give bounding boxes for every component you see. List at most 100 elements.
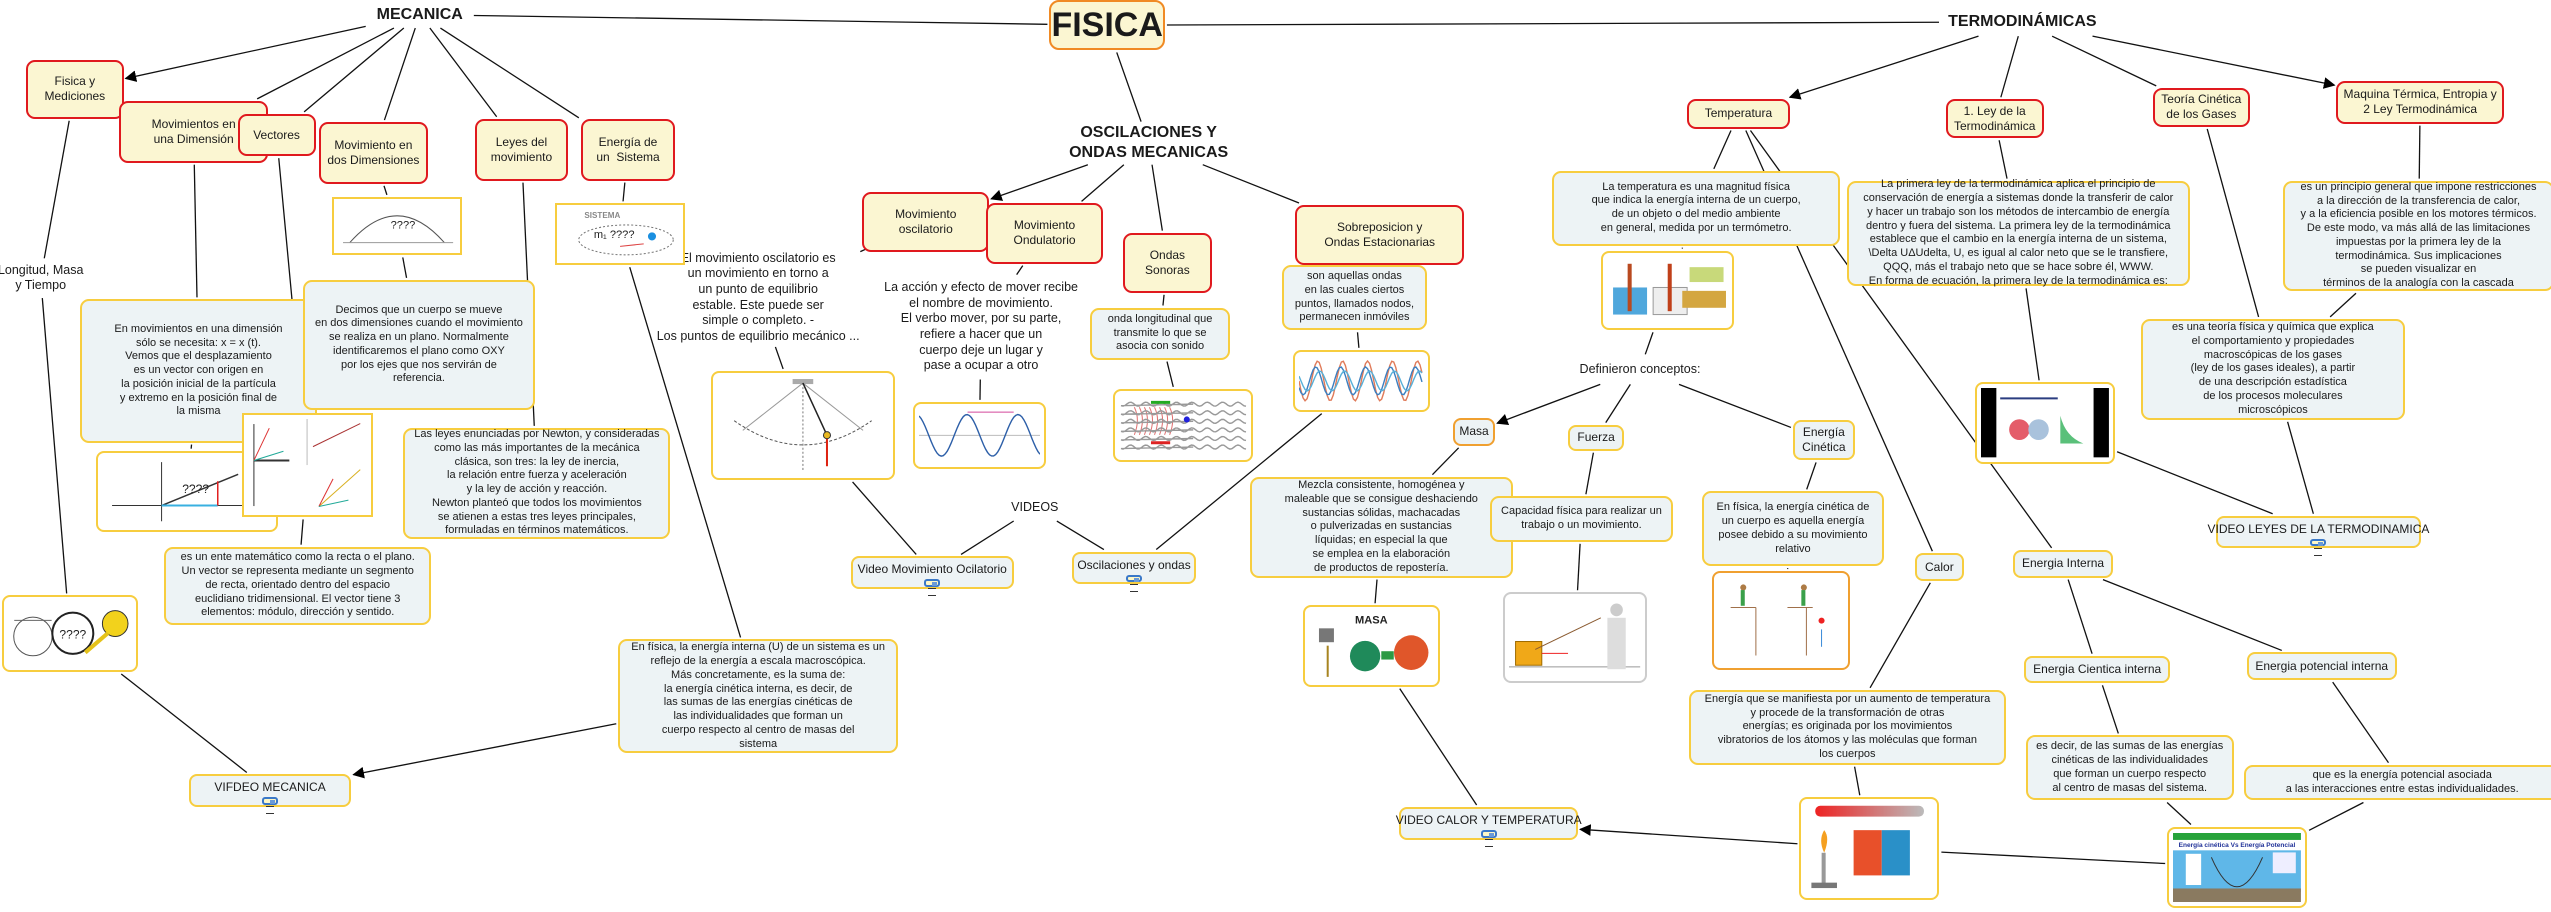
- vector-diagrams-illustration-icon: [253, 419, 362, 508]
- image-caption: Energía cinética Vs Energía Potencial: [2179, 841, 2296, 848]
- node-energia-sis: Energía de un Sistema: [580, 118, 676, 181]
- link-calor-to-tCalor: [1869, 582, 1931, 689]
- energy-conservation-slide-illustration-icon: [1981, 388, 2110, 458]
- node-t-calor: Energía que se manifiesta por un aumento…: [1688, 689, 2007, 765]
- 1d-motion-graph-illustration-icon: ????: [112, 461, 268, 521]
- link-enerInt-to-eCinInt: [2067, 579, 2093, 654]
- node-t1d: En movimientos en una dimensión sólo se …: [79, 299, 318, 443]
- link-imgMasa-to-vidCalor: [1399, 688, 1478, 806]
- node-label: es un principio general que impone restr…: [2300, 180, 2537, 290]
- link-teoria-to-tTeoria: [2206, 128, 2260, 318]
- link-tEpInt-to-imgEpot: [2308, 801, 2364, 831]
- node-videos: VIDEOS: [1009, 496, 1061, 519]
- video-attachment-icon[interactable]: [1126, 574, 1142, 591]
- link-videos-to-vidOsc: [960, 520, 1015, 555]
- potential-to-kinetic-energy-illustration-icon: [1730, 584, 1825, 656]
- node-label: Calor: [1925, 559, 1954, 574]
- video-link-vid-osc[interactable]: Video Movimiento Ocilatorio: [850, 556, 1014, 596]
- video-attachment-icon[interactable]: [2310, 538, 2327, 555]
- node-leyes: Leyes del movimiento: [475, 118, 568, 181]
- node-label: VIDEO CALOR Y TEMPERATURA: [1395, 812, 1582, 827]
- video-attachment-icon[interactable]: [924, 579, 941, 596]
- node-t-ep-int: que es la energía potencial asociada a l…: [2243, 764, 2551, 801]
- arrow-termo-to-temperatura: [1788, 35, 1979, 100]
- image-person-pulling-suitcase: [1503, 592, 1647, 684]
- image-caption: ????: [391, 219, 416, 231]
- image-energy-conservation-slide: [1975, 382, 2116, 464]
- node-label: El movimiento oscilatorio es un movimien…: [656, 250, 860, 343]
- link-tSobre-to-imgSobre: [1356, 332, 1360, 348]
- link-imgLey1-to-vidTermo: [2116, 451, 2273, 515]
- node-label: onda longitudinal que transmite lo que s…: [1107, 312, 1213, 353]
- video-link-vid-termo[interactable]: VIDEO LEYES DE LA TERMODINAMICA: [2208, 515, 2429, 555]
- link-tCalor-to-imgCalor: [1853, 766, 1861, 796]
- link-imgEner-to-tEnerInt: [629, 267, 742, 638]
- node-label: Energia Interna: [2021, 556, 2105, 571]
- image-mass-weights: MASA: [1303, 605, 1440, 687]
- node-label: Mezcla consistente, homogénea y maleable…: [1284, 479, 1478, 574]
- link-longitud-to-imgMed: [41, 298, 68, 594]
- link-termo-to-teoria: [2051, 35, 2157, 87]
- node-t-osc: El movimiento oscilatorio es un movimien…: [644, 251, 872, 345]
- node-label: Movimiento en dos Dimensiones: [327, 137, 420, 167]
- node-label: Movimiento oscilatorio: [895, 207, 957, 237]
- node-t-fuerza: Capacidad física para realizar un trabaj…: [1490, 496, 1673, 542]
- node-maquina: Maquina Térmica, Entropia y 2 Ley Termod…: [2336, 81, 2504, 124]
- node-label: es una teoría física y química que expli…: [2172, 321, 2374, 416]
- node-label: son aquellas ondas en las cuales ciertos…: [1294, 270, 1415, 324]
- link-enerInt-to-ePotInt: [2102, 578, 2283, 652]
- image-projectile-trajectory: ????: [331, 196, 463, 256]
- link-definieron-to-fuerza: [1605, 383, 1631, 423]
- link-fisMed-to-longitud: [43, 120, 70, 259]
- node-label: Teoría Cinética de los Gases: [2161, 92, 2242, 122]
- node-ley1: 1. Ley de la Termodinámica: [1945, 99, 2044, 139]
- link-tTeoria-to-vidTermo: [2286, 421, 2314, 514]
- node-label: Energia potencial interna: [2255, 658, 2389, 673]
- node-label: Capacidad física para realizar un trabaj…: [1501, 505, 1662, 531]
- link-mecanica-to-energiaSis: [440, 27, 580, 119]
- node-label: En física, la energía interna (U) de un …: [631, 641, 886, 750]
- arrow-mecanica-to-fisMed: [124, 25, 366, 82]
- video-link-vid-ond[interactable]: Oscilaciones y ondas: [1072, 551, 1196, 591]
- video-link-vid-mec[interactable]: VIFDEO MECANICA: [188, 774, 352, 814]
- image-fahrenheit-thermometers: [1600, 250, 1735, 331]
- person-pulling-suitcase-illustration-icon: [1509, 603, 1641, 670]
- link-energiaSis-to-imgEner: [622, 182, 626, 202]
- node-label: TERMODINÁMICAS: [1948, 12, 2097, 30]
- wave-superposition-illustration-icon: [1299, 359, 1424, 402]
- link-videos-to-vidOnd: [1056, 520, 1105, 551]
- link-oscil-to-ondasSon: [1151, 164, 1163, 231]
- node-t-maq: es un principio general que impone restr…: [2282, 180, 2551, 292]
- node-label: La temperatura es una magnitud física qu…: [1591, 180, 1801, 234]
- link-movOnd-to-tOnd: [1016, 265, 1024, 275]
- node-mov-ond: Movimiento Ondulatorio: [985, 203, 1104, 264]
- link-mecanica-to-mov2d: [383, 27, 416, 121]
- node-label: Vectores: [253, 127, 300, 142]
- video-attachment-icon[interactable]: [1480, 829, 1497, 846]
- link-tSon-to-imgSon: [1166, 361, 1174, 388]
- node-ondas-son: Ondas Sonoras: [1122, 232, 1213, 293]
- image-pendulum-forces: [710, 370, 895, 480]
- node-t-ec-int: es decir, de las sumas de las energías c…: [2025, 735, 2234, 801]
- heading-termo: TERMODINÁMICAS: [1941, 10, 2104, 34]
- node-label: En movimientos en una dimensión sólo se …: [114, 322, 283, 418]
- link-definieron-to-enerCin: [1678, 383, 1792, 429]
- sound-wave-illustration-icon: [1120, 400, 1247, 450]
- node-label: Definieron conceptos:: [1579, 361, 1701, 376]
- node-label: Fisica y Mediciones: [44, 74, 106, 104]
- link-imgTemp-to-definieron: [1644, 332, 1654, 355]
- node-e-cin-int: Energia Cientica interna: [2023, 655, 2171, 684]
- link-tOsc-to-imgPend: [774, 346, 784, 370]
- node-t-leyes: Las leyes enunciadas por Newton, y consi…: [403, 427, 671, 539]
- node-fuerza: Fuerza: [1568, 424, 1624, 451]
- video-attachment-icon[interactable]: [262, 797, 279, 814]
- image-caption: ????: [182, 482, 209, 496]
- balance-clock-tape-measure-illustration-icon: ????: [12, 610, 129, 657]
- node-label: Energía Cinética: [1802, 425, 1846, 455]
- node-t-sobre: son aquellas ondas en las cuales ciertos…: [1282, 265, 1427, 331]
- video-link-vid-calor[interactable]: VIDEO CALOR Y TEMPERATURA: [1396, 806, 1582, 846]
- arrow-tEnerInt-to-vidMec: [352, 723, 617, 779]
- image-sound-wave: [1112, 388, 1253, 463]
